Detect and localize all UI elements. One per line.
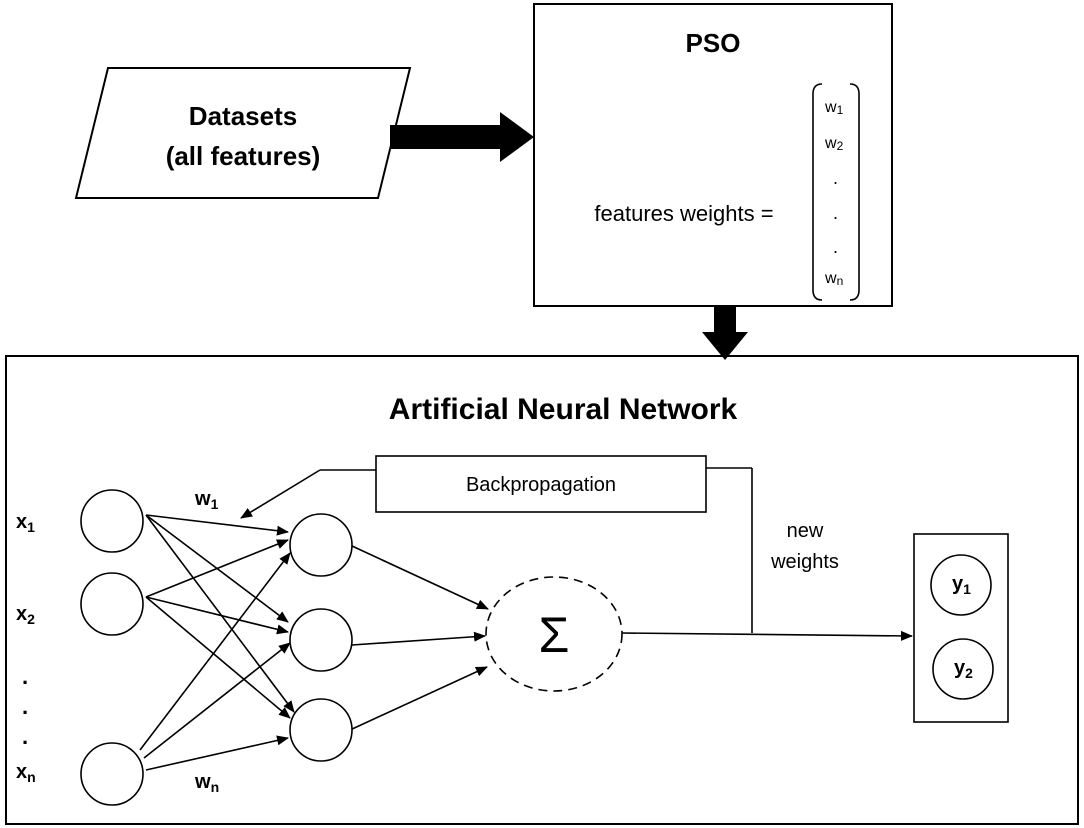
input-label: x2	[16, 603, 35, 627]
new-weights-label-line1: new	[787, 520, 824, 542]
vector-entry: .	[833, 237, 838, 257]
vector-entry: .	[833, 203, 838, 223]
vector-entry: w2	[824, 135, 844, 153]
pso-box: PSO features weights = w1 w2 . . . wn	[533, 3, 893, 307]
datasets-to-pso-arrow	[390, 112, 534, 162]
weights-vector: w1 w2 . . . wn	[824, 99, 844, 288]
input-label: x1	[16, 511, 35, 535]
hidden-node	[289, 608, 353, 672]
input-dots: .	[22, 724, 28, 749]
weight-label-w1: w1	[194, 488, 219, 512]
backprop-arrow	[240, 469, 321, 519]
weight-label-wn: wn	[194, 771, 219, 795]
input-node	[80, 742, 144, 806]
input-label: xn	[16, 761, 36, 785]
sum-node: Σ	[485, 576, 623, 692]
backpropagation-label: Backpropagation	[466, 474, 616, 496]
hidden-node	[289, 698, 353, 762]
input-dots: .	[22, 664, 28, 689]
output-node	[932, 638, 994, 700]
backpropagation: Backpropagation new weights	[240, 455, 839, 633]
vector-entry: wn	[824, 270, 843, 288]
sum-output-arrow	[621, 630, 913, 641]
vector-right-bracket	[849, 83, 860, 301]
input-layer: x1 x2 xn . . .	[16, 489, 144, 806]
vector-entry: .	[833, 168, 838, 188]
ann-box	[5, 355, 1079, 825]
input-dots: .	[22, 694, 28, 719]
hidden-layer	[289, 513, 353, 762]
output-layer: y1 y2	[913, 533, 1009, 723]
output-node	[930, 554, 992, 616]
new-weights-label-line2: weights	[770, 551, 839, 573]
input-node	[80, 489, 144, 553]
ann-title: Artificial Neural Network	[389, 393, 738, 426]
datasets-label-line1: Datasets	[189, 101, 297, 131]
pso-to-ann-arrow	[702, 306, 748, 360]
datasets-box: Datasets (all features)	[74, 67, 412, 199]
output-box	[913, 533, 1009, 723]
vector-entry: w1	[824, 99, 844, 117]
input-hidden-connections	[139, 514, 295, 771]
backpropagation-box	[375, 455, 707, 513]
hidden-node	[289, 513, 353, 577]
output-label: y2	[954, 657, 973, 681]
output-label: y1	[952, 573, 971, 597]
vector-left-bracket	[812, 83, 823, 301]
pso-title: PSO	[686, 28, 741, 58]
input-node	[80, 572, 144, 636]
datasets-label-line2: (all features)	[166, 141, 321, 171]
features-weights-label: features weights =	[594, 201, 773, 226]
hidden-sum-connections	[349, 545, 489, 731]
sum-symbol: Σ	[539, 607, 570, 663]
